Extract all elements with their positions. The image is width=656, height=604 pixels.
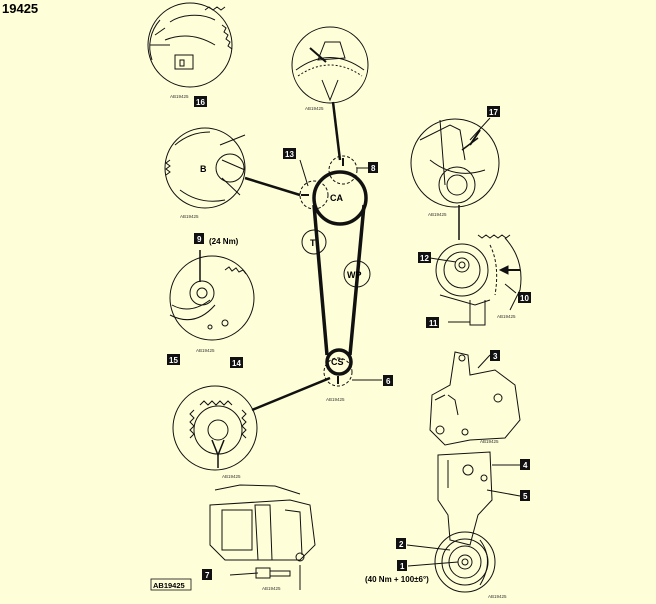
callout-16: 16 [194, 96, 207, 107]
dashed-ring-6 [323, 357, 353, 387]
callout-6: 6 [383, 375, 393, 386]
idler-pulley-t [301, 229, 327, 255]
detail-mount-4-5 [437, 451, 521, 546]
detail-b-mark [164, 127, 246, 209]
page-title: 19425 [2, 1, 39, 16]
leader-12 [429, 257, 457, 263]
pulley-label-t: T [310, 238, 316, 248]
detail-tensioner [169, 250, 255, 341]
ref-code: AB19425 [262, 586, 281, 591]
pulley-label-ca: CA [330, 193, 343, 203]
callout-3: 3 [490, 350, 500, 361]
pulley-label-wp: WP [347, 270, 362, 280]
ref-code-boxed: AB19425 [153, 581, 185, 590]
ref-code: AB19425 [196, 348, 215, 353]
svg-text:16: 16 [196, 98, 205, 107]
detail-crank-pulley [406, 531, 496, 593]
callout-15: 15 [167, 354, 180, 365]
leader-17 [469, 117, 491, 141]
svg-text:9: 9 [197, 235, 202, 244]
callout-10: 10 [518, 292, 531, 303]
callout-8: 8 [368, 162, 378, 173]
pulley-label-cs: CS [331, 357, 344, 367]
callout-17: 17 [487, 106, 500, 117]
svg-text:14: 14 [232, 359, 241, 368]
leader-13 [299, 159, 309, 187]
ref-code: AB19425 [326, 397, 345, 402]
detail-locking-tool [209, 484, 316, 590]
callout-1: 1 [397, 560, 407, 571]
svg-text:11: 11 [429, 319, 438, 328]
callout-13: 13 [283, 148, 296, 159]
svg-text:13: 13 [285, 150, 294, 159]
svg-text:17: 17 [489, 108, 498, 117]
svg-text:5: 5 [523, 492, 528, 501]
ref-code: AB19425 [305, 106, 324, 111]
callout-7: 7 [202, 569, 212, 580]
callout-11: 11 [426, 317, 439, 328]
ref-code: AB19425 [170, 94, 189, 99]
svg-text:12: 12 [420, 254, 429, 263]
ref-code: AB19425 [488, 594, 507, 599]
detail-mounting-17 [410, 118, 500, 240]
detail-crank-sprocket [172, 385, 258, 471]
water-pump-pulley [343, 260, 371, 288]
detail-bracket-3 [429, 351, 521, 446]
svg-text:7: 7 [205, 571, 210, 580]
ref-code: AB19425 [497, 314, 516, 319]
svg-text:2: 2 [399, 540, 404, 549]
callout-12: 12 [418, 252, 431, 263]
callout-4: 4 [520, 459, 530, 470]
detail-camshaft-top-left [147, 2, 233, 88]
svg-text:15: 15 [169, 356, 178, 365]
ref-code: AB19425 [180, 214, 199, 219]
leader-top-detail [331, 101, 342, 161]
ref-code-box [150, 578, 192, 591]
ref-code: AB19425 [428, 212, 447, 217]
dashed-ring-8 [328, 155, 358, 185]
ref-code: AB19425 [480, 439, 499, 444]
leader-b-detail [244, 176, 301, 197]
svg-text:6: 6 [386, 377, 391, 386]
svg-text:1: 1 [400, 562, 405, 571]
dashed-ring-13 [299, 180, 329, 210]
ref-code: AB19425 [222, 474, 241, 479]
callout-5: 5 [520, 490, 530, 501]
callout-2: 2 [396, 538, 406, 549]
torque-crank-bolt: (40 Nm + 100±6°) [365, 575, 429, 584]
callout-9: 9 [194, 233, 204, 244]
svg-text:4: 4 [523, 461, 528, 470]
mark-b: B [200, 164, 207, 174]
svg-text:3: 3 [493, 352, 498, 361]
torque-tensioner: (24 Nm) [209, 237, 239, 246]
detail-sprocket-mark-top [291, 26, 369, 104]
svg-text:10: 10 [520, 294, 529, 303]
detail-tensioner-assembly [435, 234, 522, 326]
svg-text:8: 8 [371, 164, 376, 173]
callout-14: 14 [230, 357, 243, 368]
leader-crank-detail [251, 376, 331, 412]
